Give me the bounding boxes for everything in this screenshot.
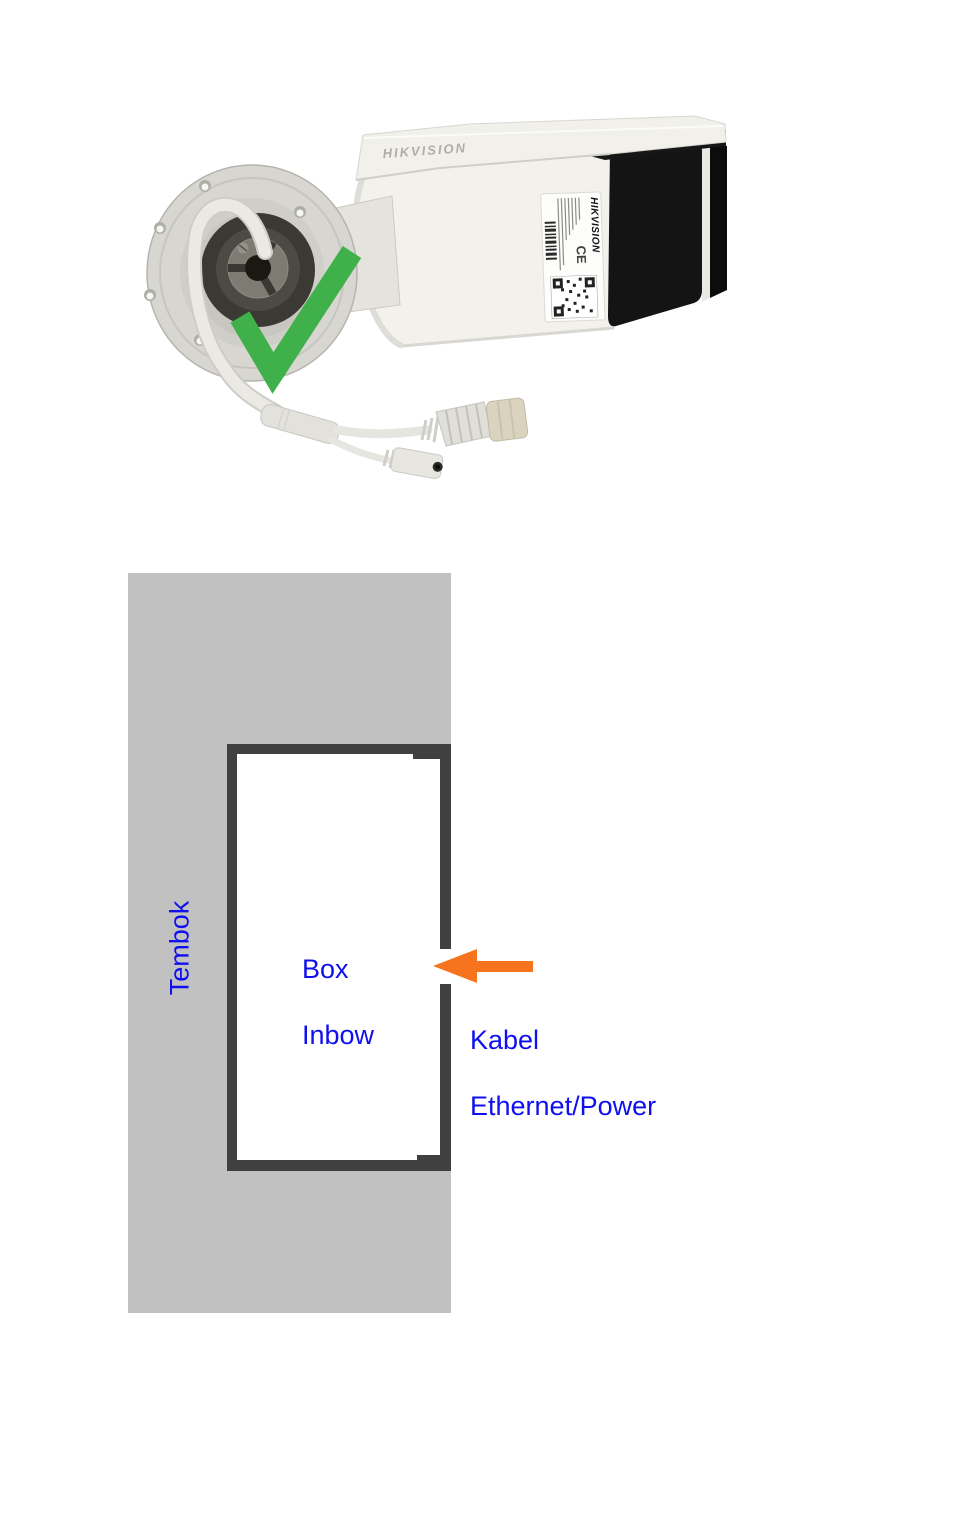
cable-label-line1: Kabel <box>470 1025 540 1055</box>
box-bottom-tab <box>417 1155 440 1160</box>
camera-photo: HIKVISION <box>144 115 727 480</box>
cable-junction <box>260 404 340 444</box>
cable-label-line2: Ethernet/Power <box>470 1091 657 1121</box>
wall-label: Tembok <box>164 900 195 996</box>
shield-brand-text: HIKVISION <box>382 140 467 161</box>
label-brand-text: HIKVISION <box>588 197 601 253</box>
box-top-tab <box>413 754 440 759</box>
box-label: Box Inbow <box>302 920 374 1085</box>
product-label: CE HIKVISION <box>540 191 606 323</box>
cable-label: Kabel Ethernet/Power <box>470 991 656 1156</box>
box-label-line1: Box <box>302 954 349 984</box>
label-spec-lines <box>557 197 581 271</box>
sun-shield: HIKVISION <box>355 115 727 181</box>
box-label-line2: Inbow <box>302 1020 375 1050</box>
inbow-box-interior <box>237 754 440 1160</box>
power-connector <box>328 436 444 480</box>
green-checkmark-icon <box>230 245 362 394</box>
arrow-left-icon <box>433 949 533 983</box>
pigtail-cable <box>186 196 340 444</box>
ethernet-connector <box>333 397 529 447</box>
label-qr-code <box>550 274 599 319</box>
label-barcode <box>544 221 557 260</box>
ce-mark-text: CE <box>574 245 590 264</box>
camera-ir-front <box>590 130 727 327</box>
